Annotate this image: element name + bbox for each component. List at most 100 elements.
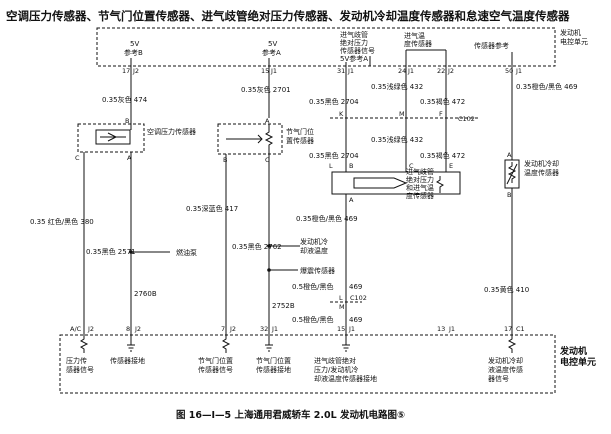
wire-label-432-mid: 0.35浅绿色 432	[371, 135, 423, 144]
ref-5v-a-line2: 参考A	[262, 48, 281, 57]
conn-j1-a: J1	[270, 67, 277, 75]
wire-label-469-top: 0.35橙色/黑色 469	[516, 82, 578, 91]
sensor-ref-label: 传感器参考	[474, 41, 509, 50]
map-iat-label-4: 度传感器	[406, 191, 434, 200]
wire-label-469-b: 0.35橙色/黑色 469	[296, 214, 358, 223]
ac-signal-1: 压力传	[66, 356, 87, 365]
tps-label-1: 节气门位	[286, 127, 314, 136]
ect-gauge-label-1: 发动机冷	[300, 237, 328, 246]
tps-box	[217, 123, 283, 155]
wire-label-2760: 2760B	[134, 290, 157, 298]
pin-letter-c-ac: C	[75, 154, 80, 162]
tps-wiper	[226, 134, 263, 144]
ecm-top-label-1: 发动机	[560, 28, 581, 37]
ref-5v-a-line1: 5V	[268, 40, 277, 48]
map-ref-cut: 5V参考A	[340, 54, 368, 63]
pin-50-j1: 50	[505, 67, 513, 75]
ground-symbol-map	[342, 335, 350, 352]
pin-31-j1: 31	[337, 67, 345, 75]
wire-label-410: 0.35黄色 410	[484, 285, 529, 294]
map-iat-label-2: 绝对压力	[406, 175, 434, 184]
pin-letter-b-ac: B	[125, 117, 129, 125]
map-signal-1: 进气歧管	[340, 30, 368, 39]
map-ect-ground-3: 却液温度传感器接地	[314, 374, 377, 383]
wire-label-472-top: 0.35褐色 472	[420, 97, 465, 106]
wire-label-417: 0.35深蓝色 417	[186, 204, 238, 213]
wire-label-2704-top: 0.35黑色 2704	[309, 97, 359, 106]
pin-letter-c-tps: C	[265, 156, 270, 164]
ect-thermistor	[506, 162, 518, 185]
ect-label-1: 发动机冷却	[524, 159, 559, 168]
conn-j1-g: J1	[448, 325, 455, 333]
conn-j1-b: J1	[347, 67, 354, 75]
pin-letter-l: L	[339, 294, 343, 302]
conn-j2-d: J2	[134, 325, 141, 333]
wire-label-469-d-num: 469	[349, 316, 362, 324]
fuel-pump-label: 燃油泵	[176, 248, 197, 257]
iat-thermistor	[436, 176, 444, 193]
map-signal-2: 绝对压力	[340, 38, 368, 47]
conn-j1-e: J1	[271, 325, 278, 333]
wire-label-432-top: 0.35浅绿色 432	[371, 82, 423, 91]
ac-sensor-label: 空调压力传感器	[147, 127, 196, 136]
ecm-bottom-label-2: 电控单元	[560, 356, 596, 368]
ac-sensor-box	[77, 123, 145, 153]
conn-j2-a: J2	[132, 67, 139, 75]
map-amplifier	[353, 177, 408, 189]
c102-top-label: C102	[458, 115, 475, 123]
pin-letter-b-tps: B	[223, 156, 227, 164]
diagram-title: 空调压力传感器、节气门位置传感器、进气歧管绝对压力传感器、发动机冷却温度传感器和…	[6, 9, 570, 23]
map-iat-label-1: 进气歧管	[406, 167, 434, 176]
pin-letter-a-ac: A	[127, 154, 132, 162]
tps-ground-1: 节气门位置	[256, 356, 291, 365]
wire-label-469-c: 0.5橙色/黑色	[292, 282, 334, 291]
wire-label-474: 0.35灰色 474	[102, 95, 148, 104]
ground-symbol-b	[127, 335, 135, 352]
tps-signal-2: 传感器信号	[198, 365, 233, 374]
conn-j1-f: J1	[348, 325, 355, 333]
pin-13-j1: 13	[437, 325, 445, 333]
wire-label-2571: 0.35黑色 2571	[86, 247, 136, 256]
pin-8-j2: 8	[126, 325, 130, 333]
wire-label-469-d: 0.5橙色/黑色	[292, 315, 334, 324]
pin-letter-k: K	[339, 110, 344, 118]
pin-letter-f: F	[439, 110, 443, 118]
tps-label-2: 置传感器	[286, 136, 314, 145]
map-iat-box	[331, 171, 461, 195]
conn-j2-c: J2	[87, 325, 94, 333]
tps-ground-2: 传感器接地	[256, 365, 291, 374]
conn-j2-b: J2	[447, 67, 454, 75]
pin-letter-b-ect: A	[507, 151, 512, 159]
conn-c1: C1	[516, 325, 525, 333]
pin-15-j1: 15	[261, 67, 269, 75]
pin-7-j2: 7	[221, 325, 225, 333]
map-ect-ground-2: 压力/发动机冷	[314, 365, 358, 374]
ecm-bottom-label-1: 发动机	[559, 345, 587, 357]
pin-letter-m-bottom: M	[339, 303, 345, 311]
ect-label-2: 温度传感器	[524, 168, 559, 177]
pin-32-j1: 32	[260, 325, 268, 333]
wire-label-469-c-num: 469	[349, 283, 362, 291]
ecm-bottom-box	[59, 334, 556, 394]
pin-ac-j2: A/C	[70, 325, 82, 333]
figure-caption: 图 16—I—5 上海通用君威轿车 2.0L 发动机电路图⑤	[176, 409, 405, 421]
ground-symbol-tps	[265, 335, 273, 352]
ref-5v-b-line1: 5V	[130, 40, 139, 48]
wire-label-2762: 0.35黑色 2762	[232, 242, 282, 251]
wire-label-2704-mid: 0.35黑色 2704	[309, 151, 359, 160]
map-ect-ground-1: 进气歧管绝对	[314, 356, 356, 365]
pin-17-j2: 17	[122, 67, 130, 75]
ect-internal-resistor	[508, 335, 517, 353]
tps-signal-1: 节气门位置	[198, 356, 233, 365]
ect-signal-3: 器信号	[488, 374, 509, 383]
ref-5v-b-line2: 参考B	[124, 48, 143, 57]
wire-label-2752: 2752B	[272, 302, 295, 310]
sensor-ground-b: 传感器接地	[110, 356, 145, 365]
ac-signal-2: 感器信号	[66, 365, 94, 374]
ecm-top-label-2: 电控单元	[560, 37, 588, 46]
wire-label-472-mid: 0.35褐色 472	[420, 151, 465, 160]
conn-j1-d: J1	[515, 67, 522, 75]
knock-label: 爆震传感器	[300, 266, 335, 275]
pin-letter-b-map: B	[349, 162, 353, 170]
